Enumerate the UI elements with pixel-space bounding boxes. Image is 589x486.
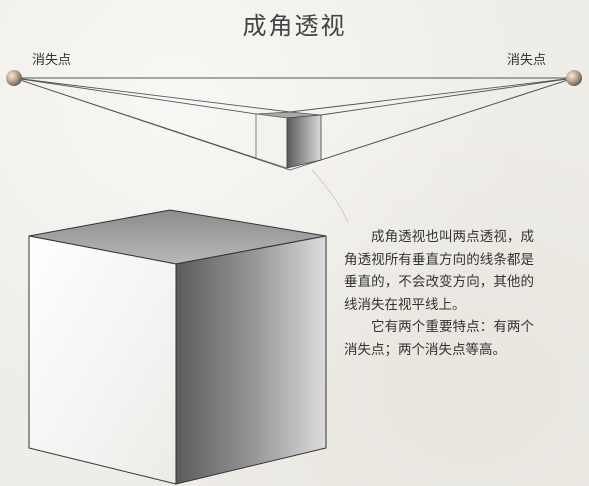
vanishing-point-left-label: 消失点 xyxy=(32,53,72,68)
description-text: 成角透视也叫两点透视，成角透视所有垂直方向的线条都是垂直的，不会改变方向，其他的… xyxy=(344,226,534,361)
description-paragraph-1: 成角透视也叫两点透视，成角透视所有垂直方向的线条都是垂直的，不会改变方向，其他的… xyxy=(344,229,534,313)
vanishing-point-right-label: 消失点 xyxy=(507,53,547,68)
description-paragraph-2: 它有两个重要特点：有两个消失点；两个消失点等高。 xyxy=(344,319,534,358)
small-perspective-box xyxy=(255,111,322,169)
perspective-lines xyxy=(13,77,575,171)
paper-crease xyxy=(311,169,349,223)
vanishing-point-left xyxy=(6,70,22,86)
large-cube xyxy=(28,209,327,485)
vanishing-point-right xyxy=(566,70,582,86)
page-title: 成角透视 xyxy=(242,12,347,40)
